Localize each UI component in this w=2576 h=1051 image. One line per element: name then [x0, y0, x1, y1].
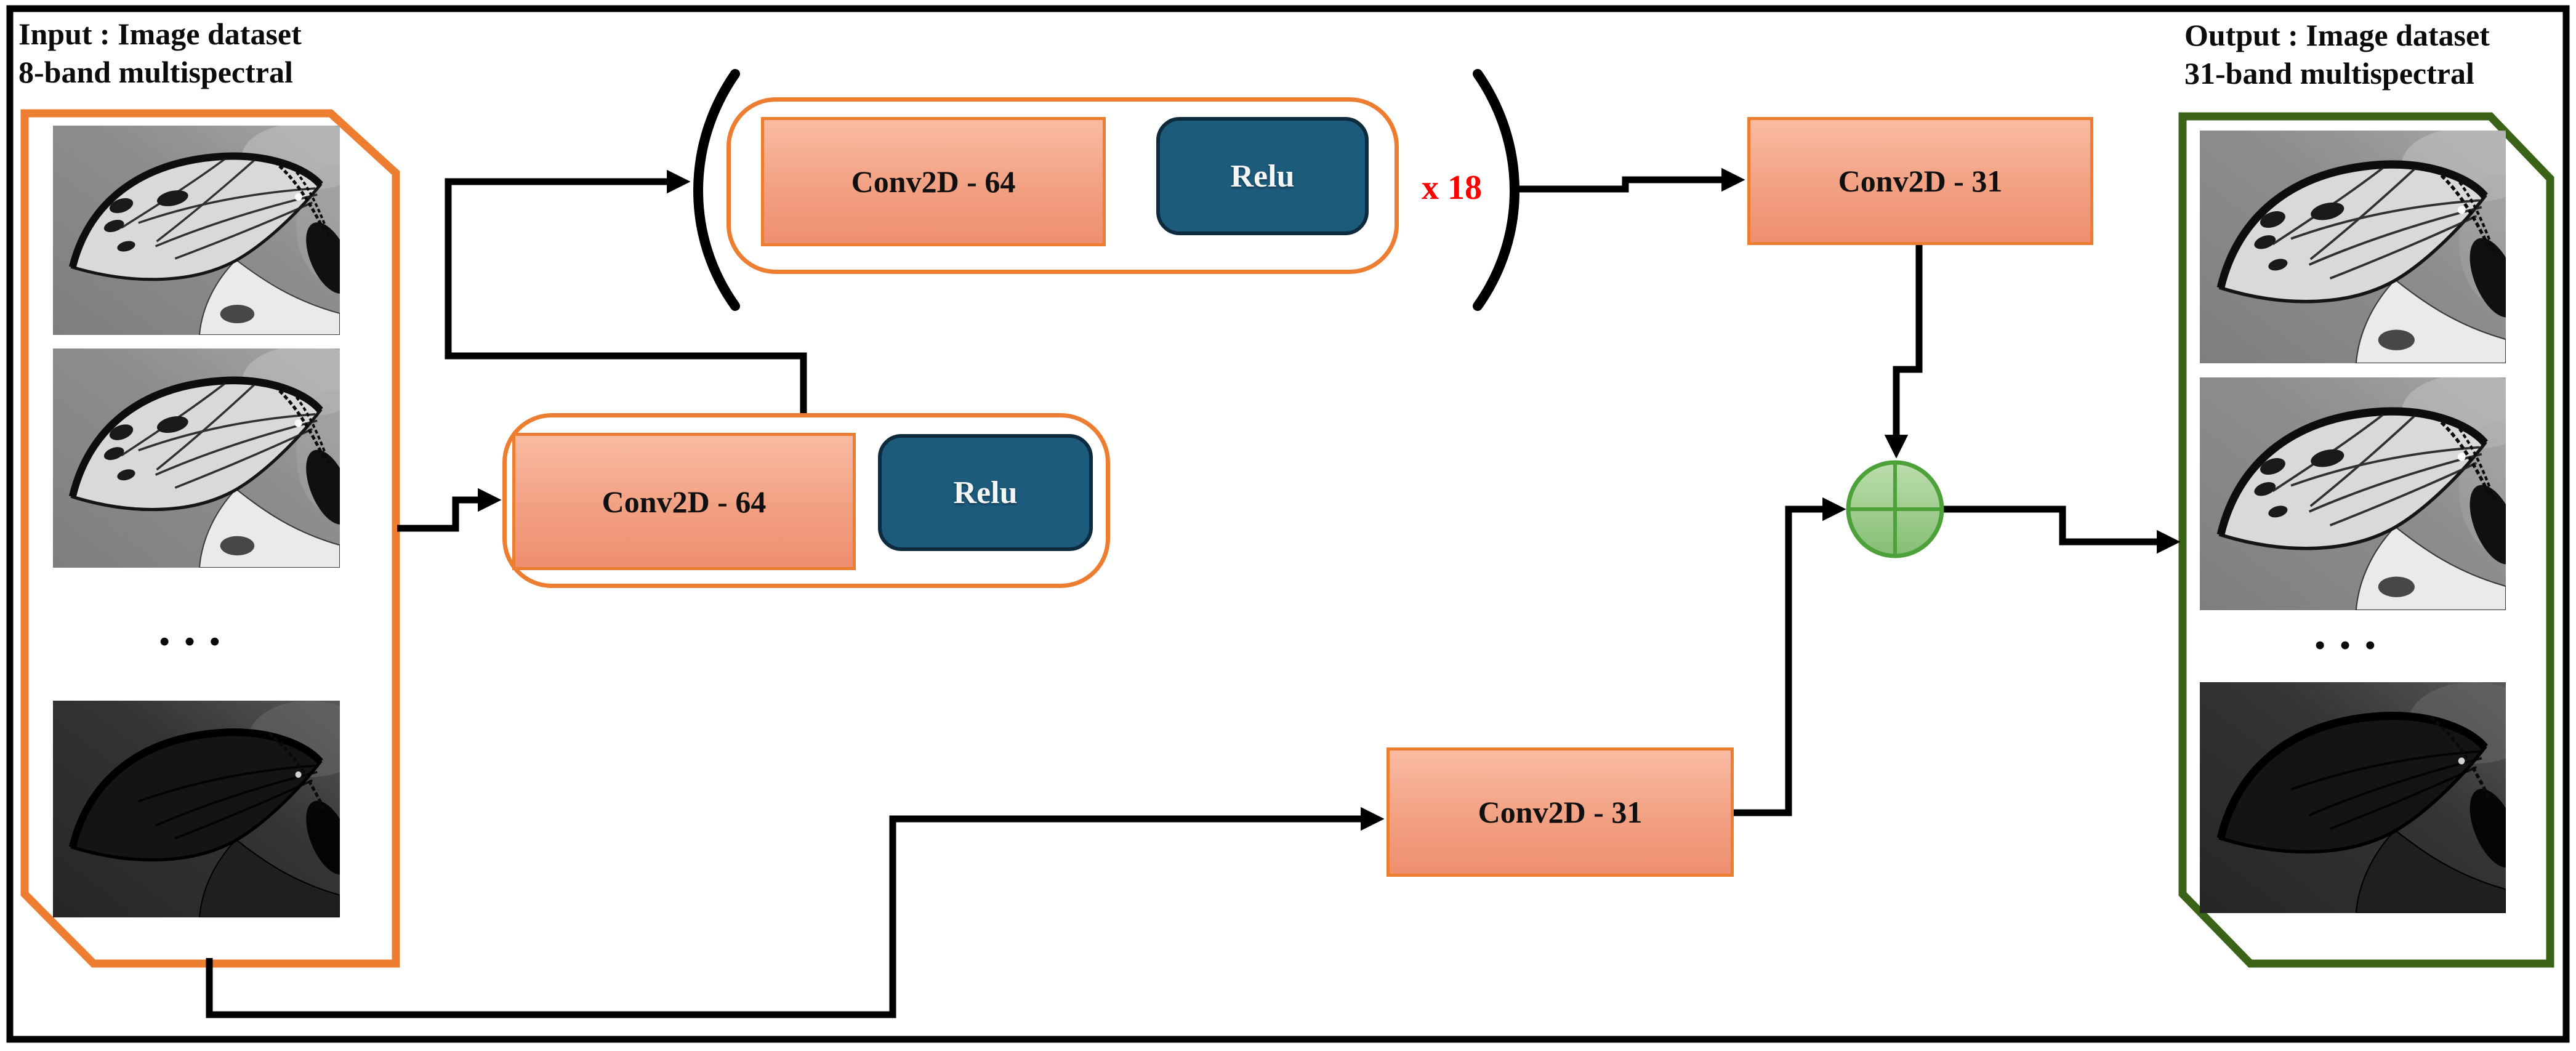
head-conv2d-31-box: Conv2D - 31 — [1747, 117, 2093, 245]
connector-skipconv-to-sum — [1734, 497, 1846, 816]
sum-node-add-icon — [1846, 460, 1944, 558]
outer-frame-border — [6, 5, 2570, 1043]
stack-conv2d-64-box: Conv2D - 64 — [761, 117, 1106, 246]
connector-input-to-firstconv — [397, 488, 502, 532]
first-conv2d-64-box: Conv2D - 64 — [512, 433, 856, 570]
connector-headconv-to-sum — [1884, 245, 1923, 459]
repeat-paren-right — [1473, 69, 1519, 311]
output-butterfly-image-1 — [2200, 131, 2506, 363]
connector-stack-to-headconv — [1516, 167, 1745, 193]
output-ellipsis: ••• — [2314, 629, 2391, 662]
stack-relu-box: Relu — [1156, 117, 1369, 235]
input-title-line2: 8-band multispectral — [18, 55, 293, 89]
output-panel-title: Output : Image dataset 31-band multispec… — [2184, 16, 2490, 92]
input-panel-title: Input : Image dataset 8-band multispectr… — [18, 15, 302, 91]
input-butterfly-image-2 — [53, 348, 340, 568]
output-butterfly-image-3 — [2200, 682, 2506, 913]
input-title-line1: Input : Image dataset — [18, 17, 302, 51]
repeat-count-label: x 18 — [1422, 169, 1482, 207]
connector-firstconv-to-stack — [445, 169, 807, 413]
output-butterfly-image-2 — [2200, 377, 2506, 610]
input-ellipsis: ••• — [159, 625, 235, 658]
output-title-line1: Output : Image dataset — [2184, 18, 2490, 52]
skip-conv2d-31-box: Conv2D - 31 — [1387, 747, 1734, 877]
first-relu-box: Relu — [878, 434, 1093, 551]
connector-sum-to-output — [1943, 505, 2181, 554]
output-title-line2: 31-band multispectral — [2184, 56, 2474, 91]
input-butterfly-image-3 — [53, 701, 340, 917]
repeat-paren-left — [693, 69, 740, 311]
input-butterfly-image-1 — [53, 126, 340, 335]
connector-input-to-skipconv — [206, 807, 1385, 1018]
